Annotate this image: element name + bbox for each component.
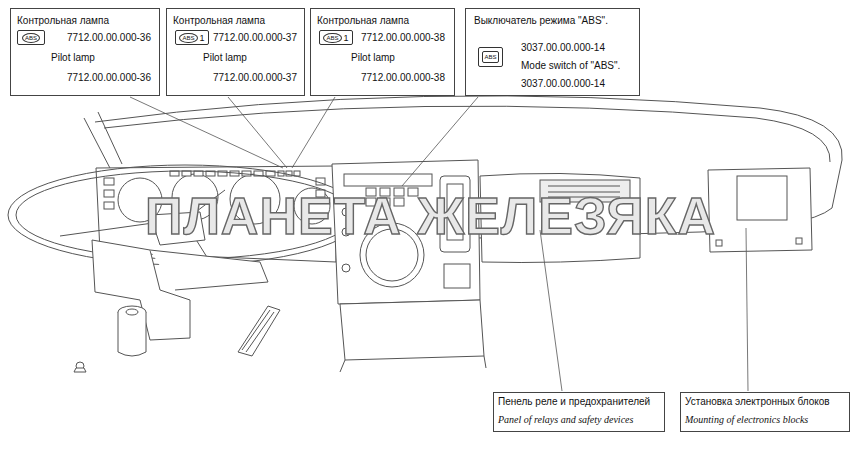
icon-label: ABS (179, 33, 197, 43)
indicator-lamps (170, 171, 300, 176)
electronics-blocks (708, 168, 812, 252)
dashboard-outline-part (98, 112, 122, 164)
callout-text: 7712.00.00.000-37 (213, 72, 297, 84)
lower-panel-part (340, 300, 484, 360)
instrument-cluster-part (104, 202, 114, 209)
icon-symbol: ABS1 (175, 30, 209, 45)
callout-text: Контрольная лампа (317, 15, 409, 27)
leader-lines-part (746, 228, 748, 391)
icon-label: 1 (344, 33, 349, 43)
leader-lines-part (130, 97, 283, 168)
callout-box: Выключатель режима "ABS". 3037.00.00.000-… (465, 8, 640, 96)
callout-box: Установка электронных блоковMounting of … (680, 392, 850, 432)
callout-box: Контрольная лампа7712.00.00.000-36Pilot … (10, 8, 160, 96)
callout-text: Panel of relays and safety devices (498, 414, 633, 426)
pedal-and-parts (74, 306, 280, 372)
callout-text: Pilot lamp (351, 52, 395, 64)
indicator-lamps-part (182, 171, 191, 176)
callout-text: 3037.00.00.000-14 (521, 42, 605, 54)
pedal-and-parts-part (118, 312, 146, 356)
steering-column-part (150, 250, 268, 290)
electronics-blocks-part (716, 240, 722, 246)
pedal-and-parts-part (126, 309, 138, 315)
callout-text: 7712.00.00.000-38 (361, 32, 445, 44)
center-console-part (344, 174, 432, 186)
electronics-blocks-part (737, 176, 787, 220)
leader-lines-part (292, 97, 335, 168)
callout-text: Выключатель режима "ABS". (474, 15, 608, 27)
icon-symbol: ABS1 (319, 30, 353, 45)
instrument-cluster-part (104, 190, 114, 197)
icon-label: ABS (482, 51, 498, 63)
callout-text: Pilot lamp (203, 52, 247, 64)
callout-text: Пенель реле и предохранителей (498, 396, 650, 408)
leader-lines (130, 97, 748, 391)
leader-lines-part (228, 97, 287, 168)
pedal-and-parts-part (238, 306, 280, 356)
callout-text: Pilot lamp (51, 52, 95, 64)
icon-label: 1 (200, 33, 205, 43)
watermark: ПЛАНЕТА ЖЕЛЕЗЯКА (145, 186, 716, 246)
pedal-and-parts-part (74, 368, 86, 372)
leader-lines-part (540, 230, 562, 391)
dashboard-outline-part (104, 106, 830, 162)
callout-box: Контрольная лампа7712.00.00.000-37Pilot … (166, 8, 305, 96)
callout-text: Установка электронных блоков (685, 396, 830, 408)
callout-box: Пенель реле и предохранителейPanel of re… (493, 392, 665, 432)
callout-box: Контрольная лампа7712.00.00.000-38Pilot … (310, 8, 455, 96)
lower-panel (340, 300, 486, 372)
leader-lines-part (402, 97, 478, 186)
callout-text: Mode switch of "ABS". (521, 60, 620, 72)
indicator-lamps-part (194, 171, 203, 176)
callout-text: 7712.00.00.000-38 (361, 72, 445, 84)
indicator-lamps-part (170, 171, 179, 176)
callout-text: Контрольная лампа (173, 15, 265, 27)
electronics-blocks-part (708, 168, 812, 252)
electronics-blocks-part (796, 238, 802, 244)
callout-text: 3037.00.00.000-14 (521, 78, 605, 90)
callout-text: Mounting of electronics blocks (685, 414, 808, 426)
icon-symbol: ABS (478, 47, 503, 67)
lower-panel-part (340, 356, 486, 372)
instrument-cluster-part (104, 178, 114, 185)
icon-label: ABS (323, 33, 341, 43)
dashboard-outline-part (84, 118, 112, 172)
pedal-and-parts-part (242, 310, 274, 352)
center-console-part (444, 264, 470, 288)
callout-text: 7712.00.00.000-36 (67, 32, 151, 44)
callout-text: 7712.00.00.000-37 (213, 32, 297, 44)
icon-label: ABS (22, 33, 40, 43)
icon-symbol: ABS (17, 30, 45, 45)
callout-text: Контрольная лампа (17, 15, 109, 27)
callout-text: 7712.00.00.000-36 (67, 72, 151, 84)
center-console-part (342, 264, 350, 272)
